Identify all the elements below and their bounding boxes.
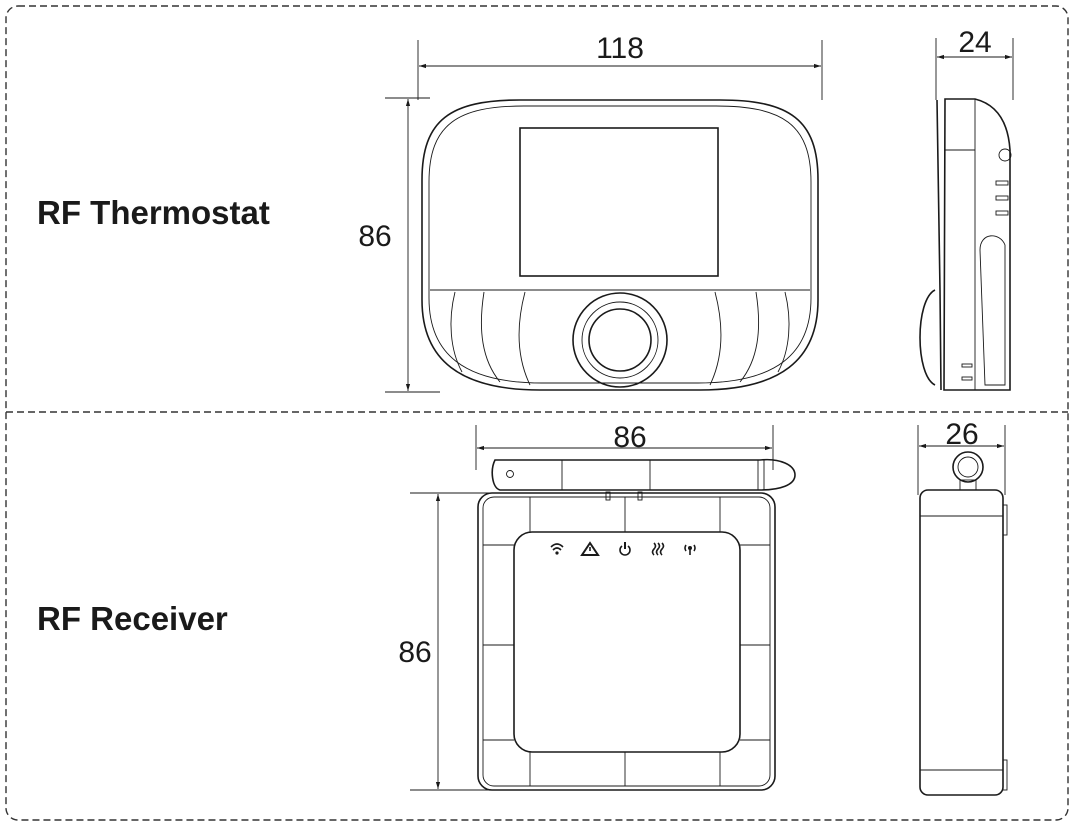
thermostat-dial-knob [572,292,668,388]
thermostat-label: RF Thermostat [37,194,270,231]
power-icon [619,542,631,556]
wifi-icon [550,543,564,555]
receiver-label: RF Receiver [37,600,228,637]
receiver-depth-dimension: 26 [945,418,978,451]
heating-icon [651,542,665,556]
warning-icon [580,541,600,556]
receiver-height-dimension: 86 [398,636,431,669]
thermostat-depth-dimension: 24 [958,26,991,59]
thermostat-height-dimension: 86 [358,220,391,253]
rf-signal-icon [684,544,696,555]
outer-dashed-border [5,5,1069,821]
receiver-width-dimension: 86 [613,421,646,454]
receiver-side-view: 26 [917,418,1008,796]
thermostat-screen [519,127,719,277]
thermostat-side-view: 24 [919,26,1014,391]
receiver-antenna [491,458,796,491]
receiver-front-view: 86 86 [398,421,796,791]
thermostat-width-dimension: 118 [596,32,644,65]
receiver-front-panel [513,531,741,753]
thermostat-front-view: 118 86 [358,32,823,393]
